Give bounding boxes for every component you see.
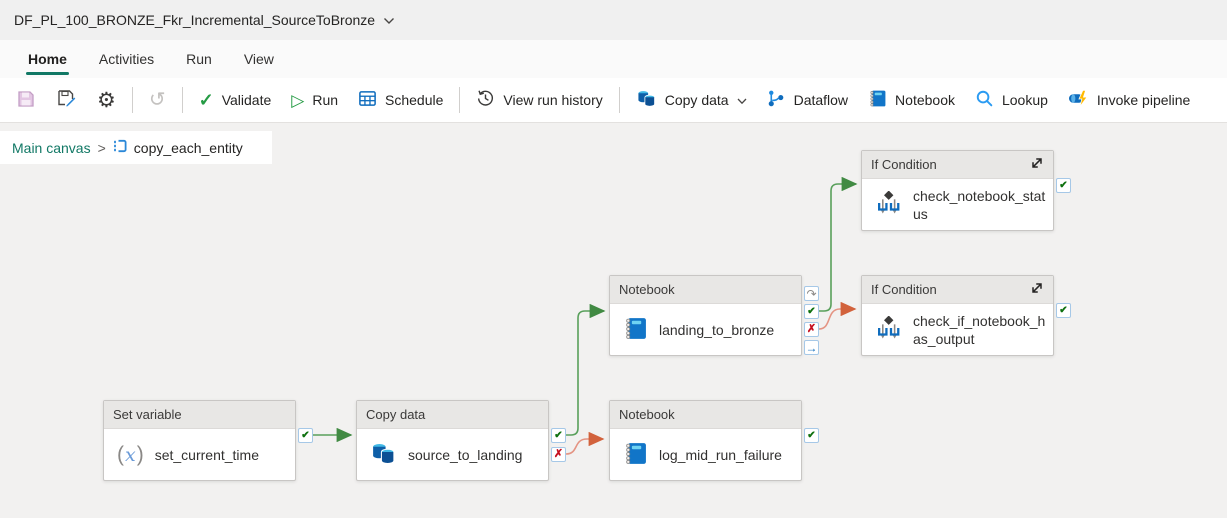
invoke-pipeline-icon	[1068, 89, 1089, 111]
activity-node-if-check-output[interactable]: If Condition check_if_notebook_has_outpu…	[861, 275, 1054, 356]
lookup-button[interactable]: Lookup	[965, 83, 1058, 117]
save-button[interactable]	[6, 83, 46, 117]
expand-icon[interactable]	[1030, 156, 1044, 173]
lookup-search-icon	[975, 89, 994, 111]
port-success-if-check-output[interactable]: ✔	[1056, 303, 1071, 318]
validate-check-icon: ✓	[198, 90, 214, 110]
activity-name: source_to_landing	[408, 446, 523, 463]
ribbon-tabs: Home Activities Run View	[0, 40, 1227, 78]
validate-button[interactable]: ✓ Validate	[198, 90, 272, 110]
node-header: Copy data	[357, 401, 548, 429]
wire-failure-landing-to-ifoutput	[818, 301, 857, 330]
port-success-notebook-landing[interactable]: ✔	[804, 304, 819, 319]
activity-name: log_mid_run_failure	[659, 446, 782, 463]
activity-node-set-variable[interactable]: Set variable (x) set_current_time	[103, 400, 296, 481]
notebook-icon	[623, 316, 648, 344]
chevron-down-icon[interactable]	[383, 12, 395, 28]
port-success-copy-data[interactable]: ✔	[551, 428, 566, 443]
breadcrumb-separator: >	[97, 139, 106, 156]
copy-data-icon	[636, 89, 657, 111]
tab-activities[interactable]: Activities	[98, 51, 155, 67]
undo-icon: ↺	[148, 89, 166, 111]
port-success-set-variable[interactable]: ✔	[298, 428, 313, 443]
undo-button[interactable]: ↺	[139, 83, 176, 117]
schedule-button[interactable]: Schedule	[348, 83, 453, 117]
wire-success-copy-to-landing	[566, 303, 606, 436]
view-run-history-button[interactable]: View run history	[466, 83, 612, 117]
activity-name: check_notebook_status	[913, 187, 1046, 222]
node-header: If Condition	[862, 276, 1053, 304]
history-clock-icon	[476, 89, 495, 111]
active-tab-underline	[26, 72, 69, 75]
wire-failure-copy-to-log	[565, 431, 605, 455]
save-as-icon	[56, 88, 77, 112]
port-failure-copy-data[interactable]: ✗	[551, 447, 566, 462]
if-condition-icon	[875, 315, 902, 344]
gear-icon: ⚙	[97, 88, 116, 112]
port-success-if-check-status[interactable]: ✔	[1056, 178, 1071, 193]
activity-name: set_current_time	[154, 446, 259, 463]
notebook-icon	[868, 89, 887, 111]
home-toolbar: ⚙ ↺ ✓ Validate ▷ Run Schedule View run h…	[0, 78, 1227, 123]
copy-data-icon	[370, 442, 397, 468]
toolbar-divider	[459, 87, 461, 113]
wire-success-landing-to-ifstatus	[819, 176, 858, 312]
port-success-notebook-log[interactable]: ✔	[804, 428, 819, 443]
pipeline-title-bar: DF_PL_100_BRONZE_Fkr_Incremental_SourceT…	[0, 0, 1227, 40]
breadcrumb: Main canvas > copy_each_entity	[0, 131, 272, 164]
activity-name: landing_to_bronze	[659, 321, 775, 338]
dataflow-icon	[767, 89, 786, 111]
notebook-button[interactable]: Notebook	[858, 83, 965, 117]
breadcrumb-main-canvas-link[interactable]: Main canvas	[12, 139, 91, 156]
copy-data-button[interactable]: Copy data	[626, 83, 757, 117]
port-skipped-notebook-landing[interactable]: ↷	[804, 286, 819, 301]
activity-name: check_if_notebook_has_output	[913, 312, 1046, 347]
notebook-icon	[623, 441, 648, 469]
settings-button[interactable]: ⚙	[87, 83, 126, 117]
if-condition-icon	[875, 190, 902, 219]
pipeline-name[interactable]: DF_PL_100_BRONZE_Fkr_Incremental_SourceT…	[14, 12, 376, 28]
tab-view[interactable]: View	[243, 51, 274, 67]
toolbar-divider	[618, 87, 620, 113]
invoke-pipeline-button[interactable]: Invoke pipeline	[1058, 83, 1200, 117]
tab-home[interactable]: Home	[12, 40, 83, 78]
chevron-down-icon	[737, 92, 747, 108]
toolbar-divider	[131, 87, 133, 113]
activity-node-notebook-log[interactable]: Notebook log_mid_run_failure	[609, 400, 802, 481]
dataflow-button[interactable]: Dataflow	[757, 83, 858, 117]
save-icon	[16, 89, 36, 112]
node-header: If Condition	[862, 151, 1053, 179]
node-header: Notebook	[610, 401, 801, 429]
tab-run[interactable]: Run	[186, 51, 212, 67]
schedule-calendar-icon	[358, 89, 377, 111]
port-failure-notebook-landing[interactable]: ✗	[804, 322, 819, 337]
port-completion-notebook-landing[interactable]: →	[804, 340, 819, 355]
breadcrumb-current: copy_each_entity	[133, 139, 243, 156]
expand-icon[interactable]	[1030, 281, 1044, 298]
play-icon: ▷	[291, 90, 305, 110]
set-variable-icon: (x)	[117, 443, 144, 466]
activity-node-notebook-landing[interactable]: Notebook landing_to_bronze	[609, 275, 802, 356]
foreach-icon	[113, 139, 127, 156]
save-as-button[interactable]	[46, 83, 87, 117]
toolbar-divider	[181, 87, 183, 113]
activity-node-copy-data[interactable]: Copy data source_to_landing	[356, 400, 549, 481]
activity-node-if-check-status[interactable]: If Condition check_notebook_status	[861, 150, 1054, 231]
node-header: Set variable	[104, 401, 295, 429]
node-header: Notebook	[610, 276, 801, 304]
run-button[interactable]: ▷ Run	[291, 90, 339, 110]
pipeline-canvas[interactable]: Main canvas > copy_each_entity Set varia…	[0, 123, 1227, 518]
